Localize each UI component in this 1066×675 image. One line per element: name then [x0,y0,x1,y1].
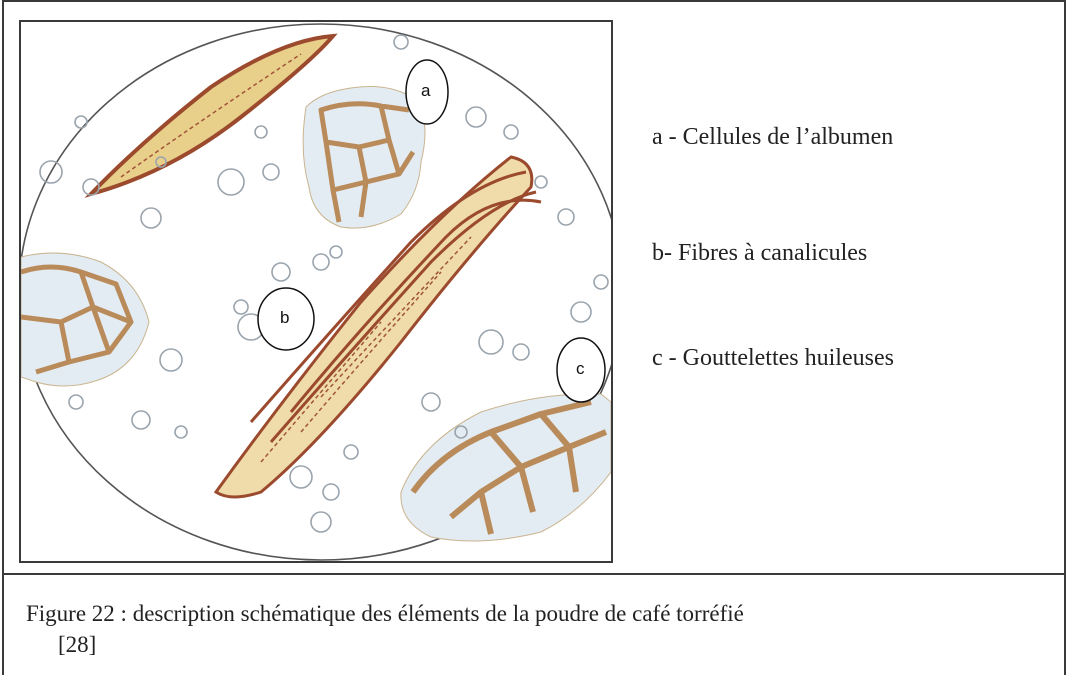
callout-c-letter: c [576,359,585,379]
legend-item-a: a - Cellules de l’albumen [652,124,893,151]
figure-caption-reference: [28] [58,632,96,658]
table-row-divider [2,573,1066,575]
legend-item-c: c - Gouttelettes huileuses [652,345,894,372]
coffee-powder-illustration [21,22,611,561]
callout-b-letter: b [280,308,289,328]
figure-caption: Figure 22 : description schématique des … [26,596,1046,632]
callout-a-letter: a [421,81,430,101]
legend-item-b: b- Fibres à canalicules [652,240,867,267]
albumen-cells-top [303,87,425,229]
illustration-panel: a b c [19,20,613,563]
